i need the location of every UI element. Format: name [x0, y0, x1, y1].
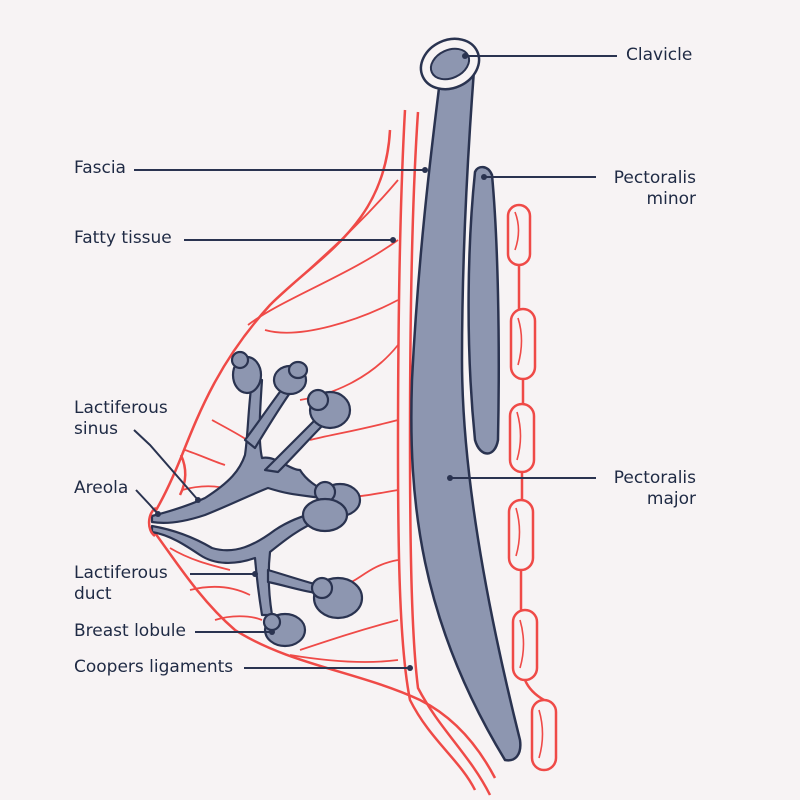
- label-areola: Areola: [74, 478, 129, 498]
- label-lactiferous-sinus-line2: sinus: [74, 419, 118, 439]
- pectoralis-major-shape: [410, 68, 522, 762]
- label-fatty-tissue: Fatty tissue: [74, 228, 172, 248]
- label-lactiferous-sinus-line1: Lactiferous: [74, 398, 168, 418]
- label-pectoralis-major-line1: Pectoralis: [613, 468, 696, 488]
- pectoralis-minor-shape: [467, 165, 500, 455]
- label-coopers-ligaments: Coopers ligaments: [74, 657, 234, 677]
- label-breast-lobule: Breast lobule: [74, 621, 186, 641]
- lactiferous-ducts: [150, 350, 364, 648]
- label-clavicle: Clavicle: [626, 45, 693, 65]
- ribs: [506, 203, 558, 772]
- breast-outline: [153, 109, 497, 796]
- label-lactiferous-duct-line1: Lactiferous: [74, 563, 168, 583]
- label-pectoralis-minor: Pectoralis minor: [614, 168, 696, 210]
- leader-lines: [133, 55, 617, 669]
- label-pectoralis-major-line2: major: [646, 489, 696, 509]
- label-lactiferous-duct: Lactiferous duct: [74, 563, 168, 605]
- label-lactiferous-sinus: Lactiferous sinus: [74, 398, 168, 440]
- clavicle-shape: [419, 37, 481, 91]
- label-pectoralis-major: Pectoralis major: [614, 468, 696, 510]
- label-fascia: Fascia: [74, 158, 126, 178]
- label-pectoralis-minor-line1: Pectoralis: [613, 168, 696, 188]
- label-lactiferous-duct-line2: duct: [74, 584, 112, 604]
- coopers-ligaments: [169, 179, 399, 663]
- leader-dots: [155, 53, 487, 671]
- label-pectoralis-minor-line2: minor: [646, 189, 696, 209]
